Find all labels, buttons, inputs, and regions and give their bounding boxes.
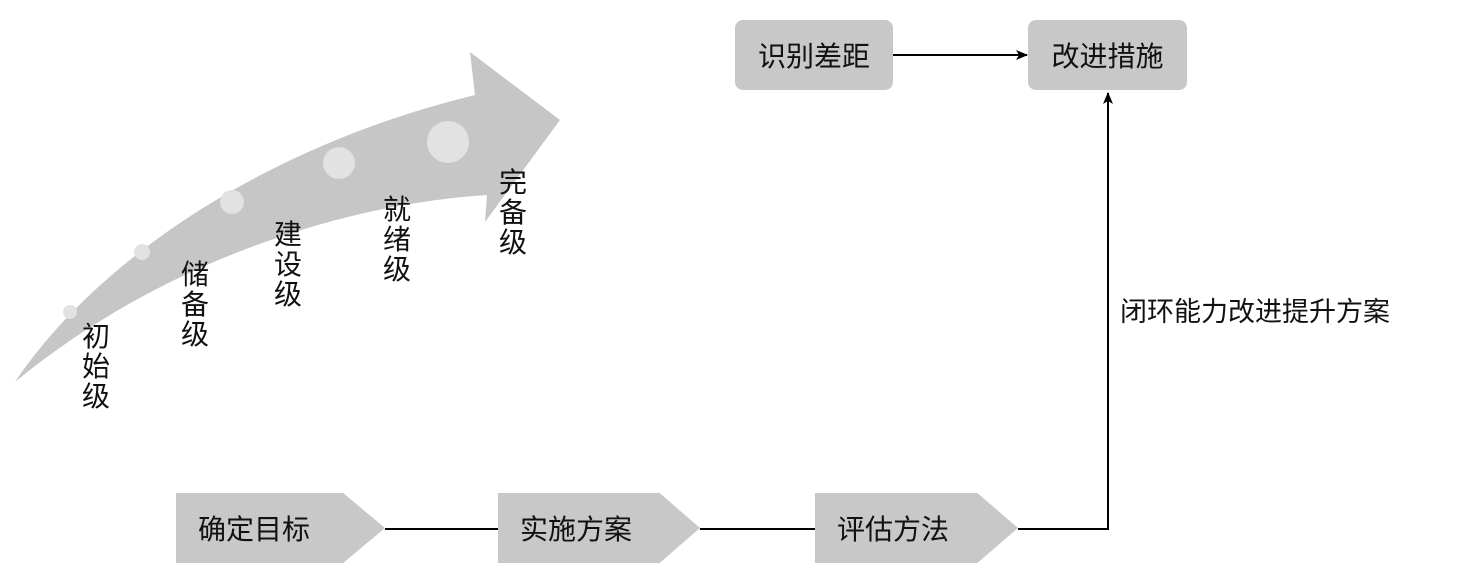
level-dot xyxy=(427,121,469,163)
level-dot xyxy=(134,244,150,260)
level-dot xyxy=(220,190,244,214)
identify-gap-box: 识别差距 xyxy=(735,20,893,90)
level-dot xyxy=(323,147,355,179)
level-label-complete: 完备级 xyxy=(498,166,527,259)
maturity-growth-arrow xyxy=(15,52,560,382)
level-label-initial: 初始级 xyxy=(81,320,110,413)
level-label-ready: 就绪级 xyxy=(382,193,411,286)
step-set-goal: 确定目标 xyxy=(176,493,385,563)
level-label-construction: 建设级 xyxy=(273,218,302,311)
step-implementation-plan: 实施方案 xyxy=(498,493,700,563)
feedback-arrow xyxy=(1018,92,1113,530)
improvement-measures-box: 改进措施 xyxy=(1028,20,1187,90)
level-dot xyxy=(63,305,77,319)
step-evaluation-method: 评估方法 xyxy=(815,493,1018,563)
closed-loop-label: 闭环能力改进提升方案 xyxy=(1120,297,1390,328)
level-label-reserve: 储备级 xyxy=(180,258,209,351)
